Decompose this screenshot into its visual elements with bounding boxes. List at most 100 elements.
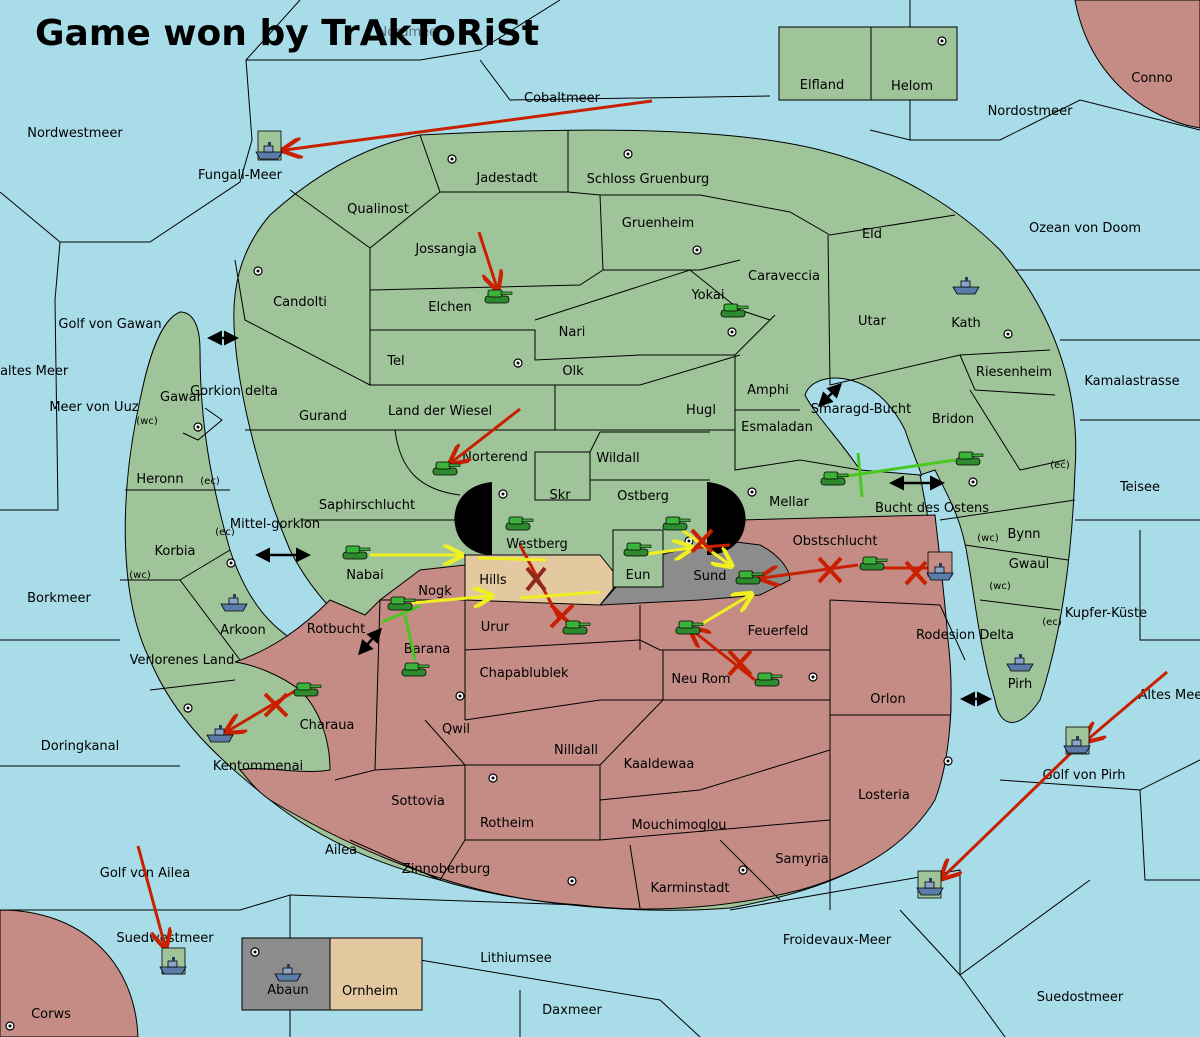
region-helom[interactable]	[870, 26, 958, 101]
tank-icon	[623, 542, 652, 557]
label-conno: Conno	[1131, 71, 1173, 86]
label-eun: Eun	[626, 568, 651, 583]
label-losteria: Losteria	[858, 788, 910, 803]
red-x-icon	[727, 649, 753, 677]
label-qwil: Qwil	[442, 722, 470, 737]
label-suedostmeer: Suedostmeer	[1037, 990, 1124, 1005]
label-urur: Urur	[481, 620, 510, 635]
supply-center-icon	[183, 703, 193, 713]
label-pirh: Pirh	[1008, 677, 1033, 692]
label-olk: Olk	[562, 364, 584, 379]
label-teisee: Teisee	[1119, 480, 1160, 495]
coast-tags: (wc) (ec) (ec) (wc) (ec) (wc) (wc) (ec)	[129, 416, 1070, 628]
region-ornheim[interactable]	[329, 937, 423, 1011]
supply-center-icon	[1003, 329, 1013, 339]
label-riesenheim: Riesenheim	[976, 365, 1052, 380]
label-bynn: Bynn	[1007, 527, 1040, 542]
label-qualinost: Qualinost	[347, 202, 409, 217]
label-korbia: Korbia	[154, 544, 195, 559]
supply-center-icon	[738, 865, 748, 875]
label-rodesion-delta: Rodesion Delta	[916, 628, 1014, 643]
label-land-der-wiesel: Land der Wiesel	[388, 404, 492, 419]
tank-icon	[342, 545, 371, 560]
label-hills: Hills	[479, 573, 507, 588]
label-elfland: Elfland	[800, 78, 844, 93]
label-ailea: Ailea	[325, 843, 357, 858]
label-gwaul: Gwaul	[1009, 557, 1050, 572]
label-meer-von-uuz: Meer von Uuz	[49, 400, 138, 415]
label-gorkion-delta: Gorkion delta	[190, 384, 278, 399]
coast-tag-wc-korbia: (wc)	[129, 570, 151, 581]
region-eun[interactable]	[612, 529, 664, 588]
region-corws[interactable]	[0, 909, 139, 1037]
label-sottovia: Sottovia	[391, 794, 445, 809]
label-zinnoberburg: Zinnoberburg	[402, 862, 490, 877]
label-sund: Sund	[694, 569, 727, 584]
label-jadestadt: Jadestadt	[475, 171, 537, 186]
supply-center-icon	[455, 691, 465, 701]
label-tel: Tel	[386, 354, 404, 369]
tank-icon	[401, 662, 430, 677]
label-nordwestmeer: Nordwestmeer	[27, 126, 123, 141]
label-bridon: Bridon	[932, 412, 974, 427]
region-conno[interactable]	[1074, 0, 1200, 129]
label-borkmeer: Borkmeer	[27, 591, 91, 606]
double-arrow-icon	[358, 627, 382, 656]
supply-center-icon	[747, 487, 757, 497]
label-charaua: Charaua	[300, 718, 355, 733]
red-x-icon	[263, 692, 289, 718]
label-westberg: Westberg	[506, 537, 568, 552]
label-nogk: Nogk	[418, 584, 452, 599]
tank-icon	[505, 516, 534, 531]
label-skr: Skr	[549, 488, 571, 503]
label-elchen: Elchen	[428, 300, 471, 315]
label-samyria: Samyria	[775, 852, 829, 867]
label-chapablublek: Chapablublek	[480, 666, 569, 681]
label-rotheim: Rotheim	[480, 816, 534, 831]
supply-center-icon	[937, 36, 947, 46]
convoy-arrows	[207, 330, 992, 707]
label-yokai: Yokai	[690, 288, 724, 303]
label-norterend: Norterend	[462, 450, 528, 465]
label-kamalastrasse: Kamalastrasse	[1084, 374, 1179, 389]
label-rotbucht: Rotbucht	[307, 622, 365, 637]
label-nilldall: Nilldall	[554, 743, 598, 758]
green-line-icon	[403, 614, 417, 661]
label-kaltes-meer: Kaltes Meer	[0, 364, 69, 379]
label-jossangia: Jossangia	[414, 242, 476, 257]
label-mellar: Mellar	[769, 495, 809, 510]
label-hugl: Hugl	[686, 403, 716, 418]
red-x-icon	[904, 560, 928, 586]
red-x-icon	[690, 528, 714, 554]
supply-center-icon	[498, 489, 508, 499]
game-result-title: Game won by TrAkToRiSt	[35, 13, 539, 54]
supply-center-icon	[808, 672, 818, 682]
tank-icon	[562, 620, 591, 635]
tank-icon	[735, 570, 764, 585]
label-mittel-gorkion: Mittel-gorkion	[230, 517, 320, 532]
label-bucht-des-ostens: Bucht des Ostens	[875, 501, 989, 516]
label-kupfer-kueste: Kupfer-Küste	[1065, 606, 1147, 621]
land-borders	[120, 130, 1076, 910]
supply-center-icon	[513, 358, 523, 368]
impassable-west	[454, 482, 492, 555]
coast-tag-wc-gwaul: (wc)	[989, 581, 1011, 592]
label-abaun: Abaun	[267, 983, 309, 998]
label-nordostmeer: Nordostmeer	[988, 104, 1074, 119]
label-saphirschlucht: Saphirschlucht	[319, 498, 415, 513]
label-heronn: Heronn	[136, 472, 183, 487]
supply-center-icon	[488, 773, 498, 783]
label-lithiumsee: Lithiumsee	[480, 951, 551, 966]
fleets	[159, 130, 1091, 982]
tank-icon	[720, 303, 749, 318]
label-verlorenes-land: Verlorenes Land	[130, 653, 235, 668]
label-helom: Helom	[891, 79, 933, 94]
supply-center-icon	[447, 154, 457, 164]
tank-icon	[484, 289, 513, 304]
label-nordmeer: Nordmeer	[377, 25, 443, 40]
supply-center-icon	[727, 327, 737, 337]
label-kentommenai: Kentommenai	[213, 759, 303, 774]
supply-center-icon	[692, 245, 702, 255]
